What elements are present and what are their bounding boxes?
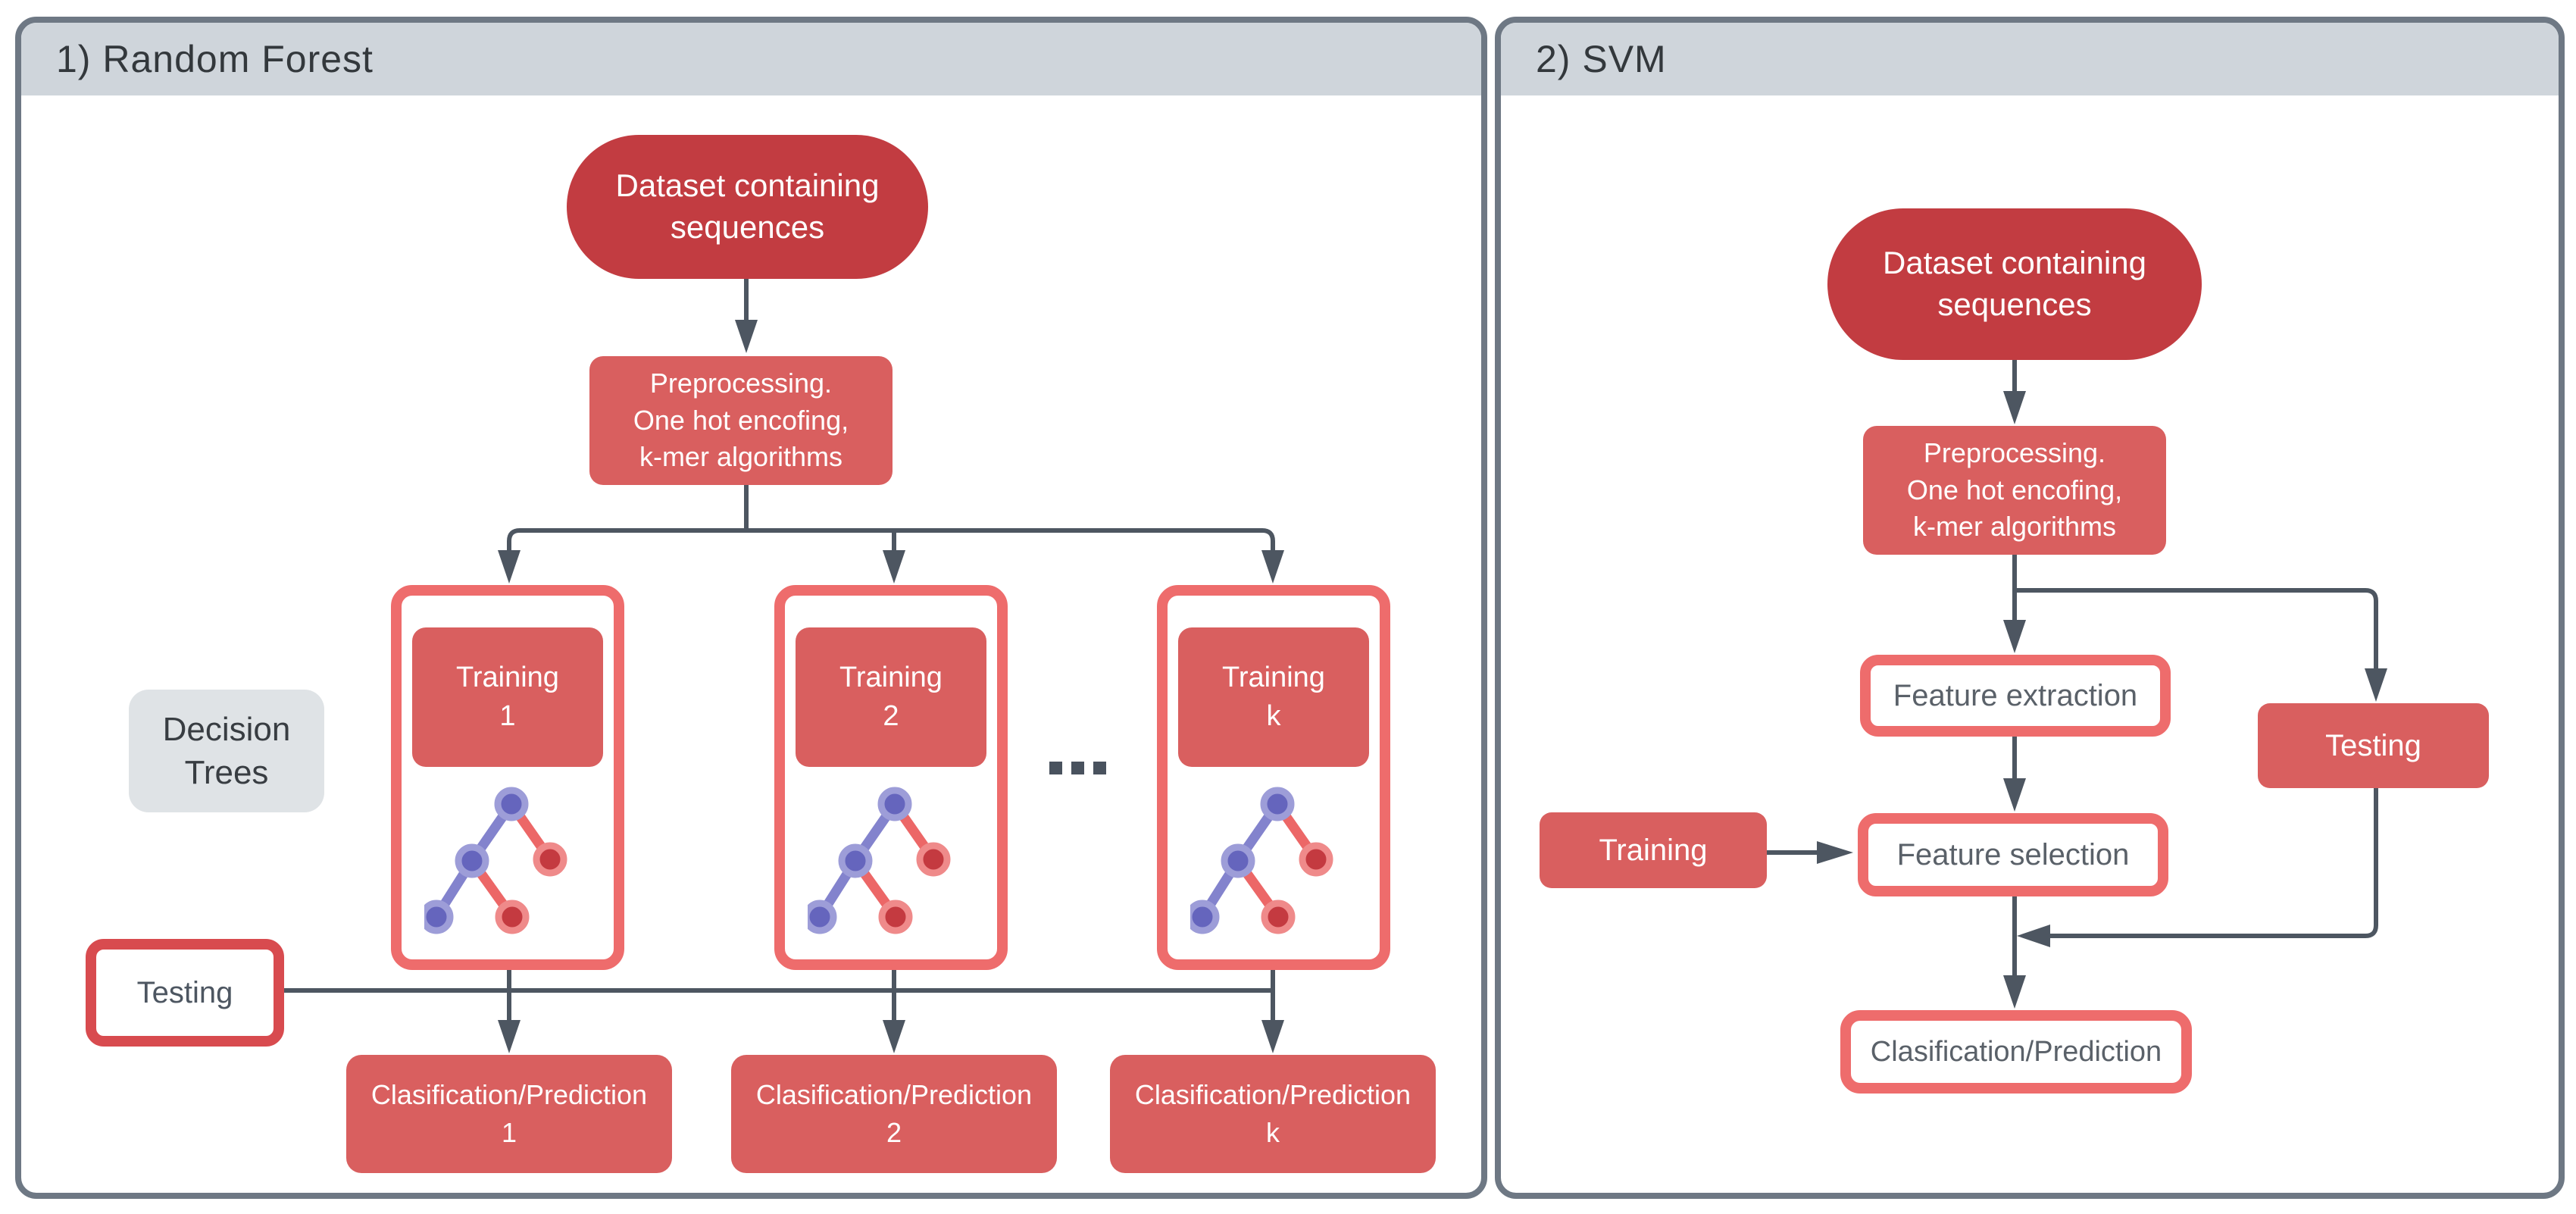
svm-dataset-node: Dataset containing sequences (1827, 208, 2202, 360)
ellipsis-dots (1049, 762, 1106, 774)
decision-tree-icon (1190, 787, 1333, 934)
decision-tree-container-1: Training 1 (391, 585, 624, 970)
svm-feature-selection-node: Feature selection (1858, 813, 2168, 896)
svm-testing-node: Testing (2258, 703, 2489, 788)
svm-preprocessing-node: Preprocessing. One hot encofing, k-mer a… (1863, 426, 2166, 555)
rf-classification-node-2: Clasification/Prediction 2 (731, 1055, 1057, 1173)
decision-tree-container-2: Training 2 (774, 585, 1008, 970)
rf-training-node-k: Training k (1178, 627, 1369, 767)
random-forest-header: 1) Random Forest (21, 23, 1481, 95)
rf-training-node-2: Training 2 (796, 627, 986, 767)
svm-feature-extraction-node: Feature extraction (1860, 655, 2171, 737)
svm-header: 2) SVM (1501, 23, 2559, 95)
decision-tree-container-k: Training k (1157, 585, 1390, 970)
rf-testing-node: Testing (86, 939, 284, 1047)
svm-title: 2) SVM (1536, 38, 1667, 80)
rf-training-node-1: Training 1 (412, 627, 603, 767)
rf-classification-node-1: Clasification/Prediction 1 (346, 1055, 672, 1173)
rf-dataset-node: Dataset containing sequences (567, 135, 928, 279)
rf-preprocessing-node: Preprocessing. One hot encofing, k-mer a… (589, 356, 893, 485)
svm-classification-node: Clasification/Prediction (1840, 1010, 2192, 1094)
decision-tree-icon (808, 787, 951, 934)
svm-training-node: Training (1540, 812, 1767, 888)
random-forest-title: 1) Random Forest (56, 38, 374, 80)
decision-trees-label: Decision Trees (129, 690, 324, 812)
decision-tree-icon (424, 787, 567, 934)
rf-classification-node-k: Clasification/Prediction k (1110, 1055, 1436, 1173)
